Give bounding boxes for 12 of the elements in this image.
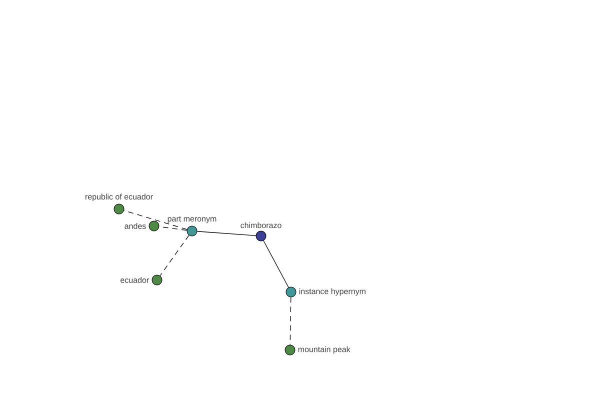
connector-line	[124, 210, 188, 230]
node-label: ecuador	[120, 277, 149, 283]
connector-line	[290, 296, 292, 346]
node-label: chimborazo	[240, 222, 282, 228]
node-label: instance hypernym	[299, 288, 366, 296]
node-label: part meronym	[168, 216, 216, 224]
connector-line	[263, 240, 289, 288]
connector-line	[196, 231, 256, 236]
connector-line	[160, 234, 190, 276]
node-label: mountain peak	[298, 346, 350, 354]
node-label: republic of ecuador	[86, 194, 153, 202]
node-label: andes	[124, 223, 146, 229]
